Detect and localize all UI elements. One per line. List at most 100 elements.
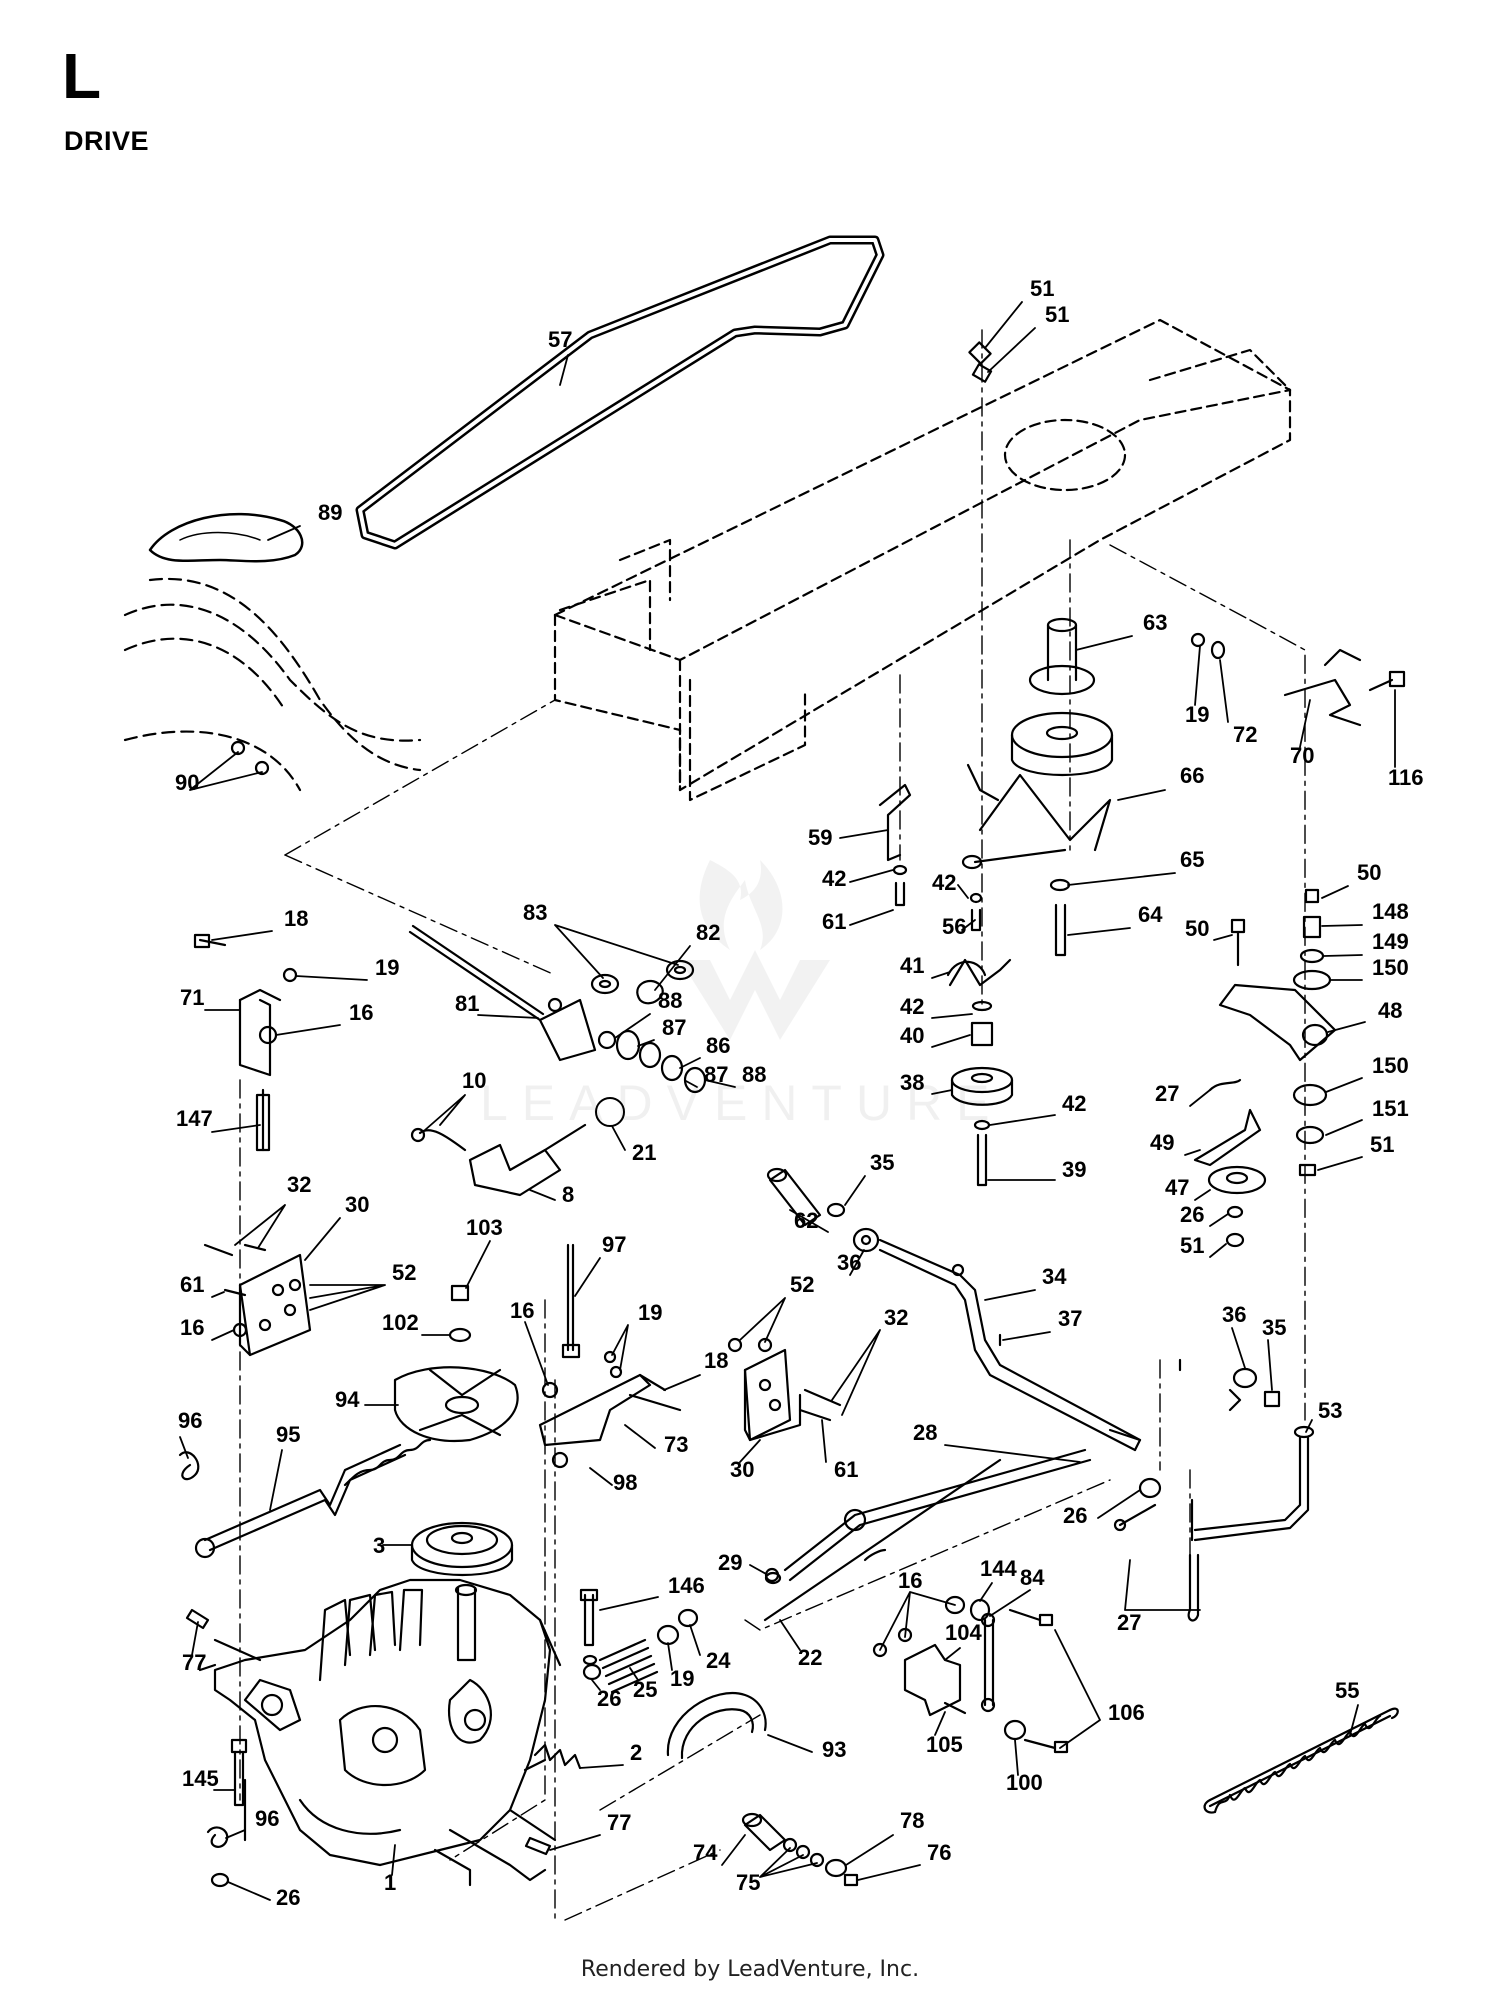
- callout-c86: 86: [706, 1033, 730, 1058]
- callout-c73: 73: [664, 1432, 688, 1457]
- spring-55: [1203, 1707, 1399, 1814]
- washers-group: [590, 959, 707, 1094]
- callout-c150b: 150: [1372, 1053, 1409, 1078]
- callout-c19b: 19: [375, 955, 399, 980]
- callout-c106: 106: [1108, 1700, 1145, 1725]
- callout-c77b: 77: [607, 1810, 631, 1835]
- brake-rod-95: [178, 1438, 432, 1559]
- callout-c32b: 32: [884, 1305, 908, 1330]
- bolts-51: [968, 341, 993, 383]
- callout-c27a: 27: [1155, 1081, 1179, 1106]
- callout-c148: 148: [1372, 899, 1409, 924]
- callout-c30b: 30: [730, 1457, 754, 1482]
- idler-bracket-48: [1208, 888, 1337, 1177]
- callout-c51d: 51: [1180, 1233, 1204, 1258]
- callout-c61c: 61: [834, 1457, 858, 1482]
- callout-c19a: 19: [1185, 702, 1209, 727]
- tractor-frame: [553, 318, 1292, 802]
- callout-c50b: 50: [1185, 916, 1209, 941]
- callout-c36b: 36: [1222, 1302, 1246, 1327]
- callout-c100: 100: [1006, 1770, 1043, 1795]
- callout-c150a: 150: [1372, 955, 1409, 980]
- rod-28: [764, 1448, 1162, 1583]
- callout-c19c: 19: [638, 1300, 662, 1325]
- bracket-59: [878, 783, 983, 932]
- callout-c42c: 42: [900, 994, 924, 1019]
- callout-c16b: 16: [180, 1315, 204, 1340]
- idler-pulley-38: [946, 763, 1014, 1187]
- callout-c21: 21: [632, 1140, 656, 1165]
- callout-c90: 90: [175, 770, 199, 795]
- callout-c61b: 61: [180, 1272, 204, 1297]
- callout-c16c: 16: [510, 1298, 534, 1323]
- callout-c146: 146: [668, 1573, 705, 1598]
- callout-c105: 105: [926, 1732, 963, 1757]
- callout-c48: 48: [1378, 998, 1402, 1023]
- engine-pulley-63: [1010, 617, 1114, 777]
- callout-c70: 70: [1290, 743, 1314, 768]
- watermark-text: LEADVENTURE: [480, 1075, 1004, 1131]
- callout-c51c: 51: [1370, 1132, 1394, 1157]
- clip-96: [206, 1826, 230, 1888]
- rod-22: [763, 1458, 1002, 1622]
- idler-pulley-47: [1193, 1108, 1267, 1248]
- callout-c30a: 30: [345, 1192, 369, 1217]
- callout-c25: 25: [633, 1677, 657, 1702]
- callout-c93: 93: [822, 1737, 846, 1762]
- callout-c52b: 52: [790, 1272, 814, 1297]
- callout-c35b: 35: [1262, 1315, 1286, 1340]
- bracket-30-left: [203, 1243, 312, 1357]
- callout-c147: 147: [176, 1106, 213, 1131]
- callout-c82: 82: [696, 920, 720, 945]
- callout-c88b: 88: [742, 1062, 766, 1087]
- callout-c144: 144: [980, 1556, 1017, 1581]
- callout-c116: 116: [1388, 765, 1424, 790]
- fender-outline: [123, 512, 422, 792]
- callout-c42b: 42: [932, 870, 956, 895]
- watermark: LEADVENTURE: [480, 860, 1004, 1131]
- callout-c55: 55: [1335, 1678, 1359, 1703]
- callout-c78: 78: [900, 1808, 924, 1833]
- callout-c36a: 36: [837, 1250, 861, 1275]
- callout-c51a: 51: [1030, 276, 1054, 301]
- tube-62: [766, 1167, 880, 1253]
- callout-c145: 145: [182, 1766, 219, 1791]
- callout-c26c: 26: [597, 1686, 621, 1711]
- callout-c64: 64: [1138, 902, 1163, 927]
- callout-c42a: 42: [822, 866, 846, 891]
- callout-c151: 151: [1372, 1096, 1409, 1121]
- callout-c95: 95: [276, 1422, 300, 1447]
- callout-c47: 47: [1165, 1175, 1189, 1200]
- callout-c10: 10: [462, 1068, 486, 1093]
- idler-arm-66: [961, 773, 1112, 957]
- callout-c84: 84: [1020, 1565, 1045, 1590]
- plug-29: [764, 1571, 782, 1585]
- callout-c96a: 96: [178, 1408, 202, 1433]
- callout-c22: 22: [798, 1645, 822, 1670]
- callout-c28: 28: [913, 1420, 937, 1445]
- callout-c34: 34: [1042, 1264, 1067, 1289]
- footer-credit: Rendered by LeadVenture, Inc.: [580, 1957, 920, 1982]
- callout-c3: 3: [373, 1533, 385, 1558]
- callout-c102: 102: [382, 1310, 419, 1335]
- axle-stack: [741, 1812, 859, 1887]
- callout-c18b: 18: [704, 1348, 728, 1373]
- callout-c2: 2: [630, 1740, 642, 1765]
- callout-c26b: 26: [1063, 1503, 1087, 1528]
- drive-belt: [355, 235, 885, 550]
- callout-c56: 56: [942, 914, 966, 939]
- callout-c87a: 87: [662, 1015, 686, 1040]
- bracket-73: [538, 1243, 682, 1469]
- pins-77: [185, 1608, 552, 1856]
- transaxle-pulley: [410, 1521, 514, 1577]
- callout-c57: 57: [548, 327, 572, 352]
- callout-c51b: 51: [1045, 302, 1069, 327]
- callout-c103: 103: [466, 1215, 503, 1240]
- leader-lines: [179, 301, 1396, 1901]
- callout-c49: 49: [1150, 1130, 1174, 1155]
- callout-c50a: 50: [1357, 860, 1381, 885]
- section-title: DRIVE: [64, 126, 150, 156]
- spring-2: [533, 1743, 582, 1770]
- callout-c41: 41: [900, 953, 924, 978]
